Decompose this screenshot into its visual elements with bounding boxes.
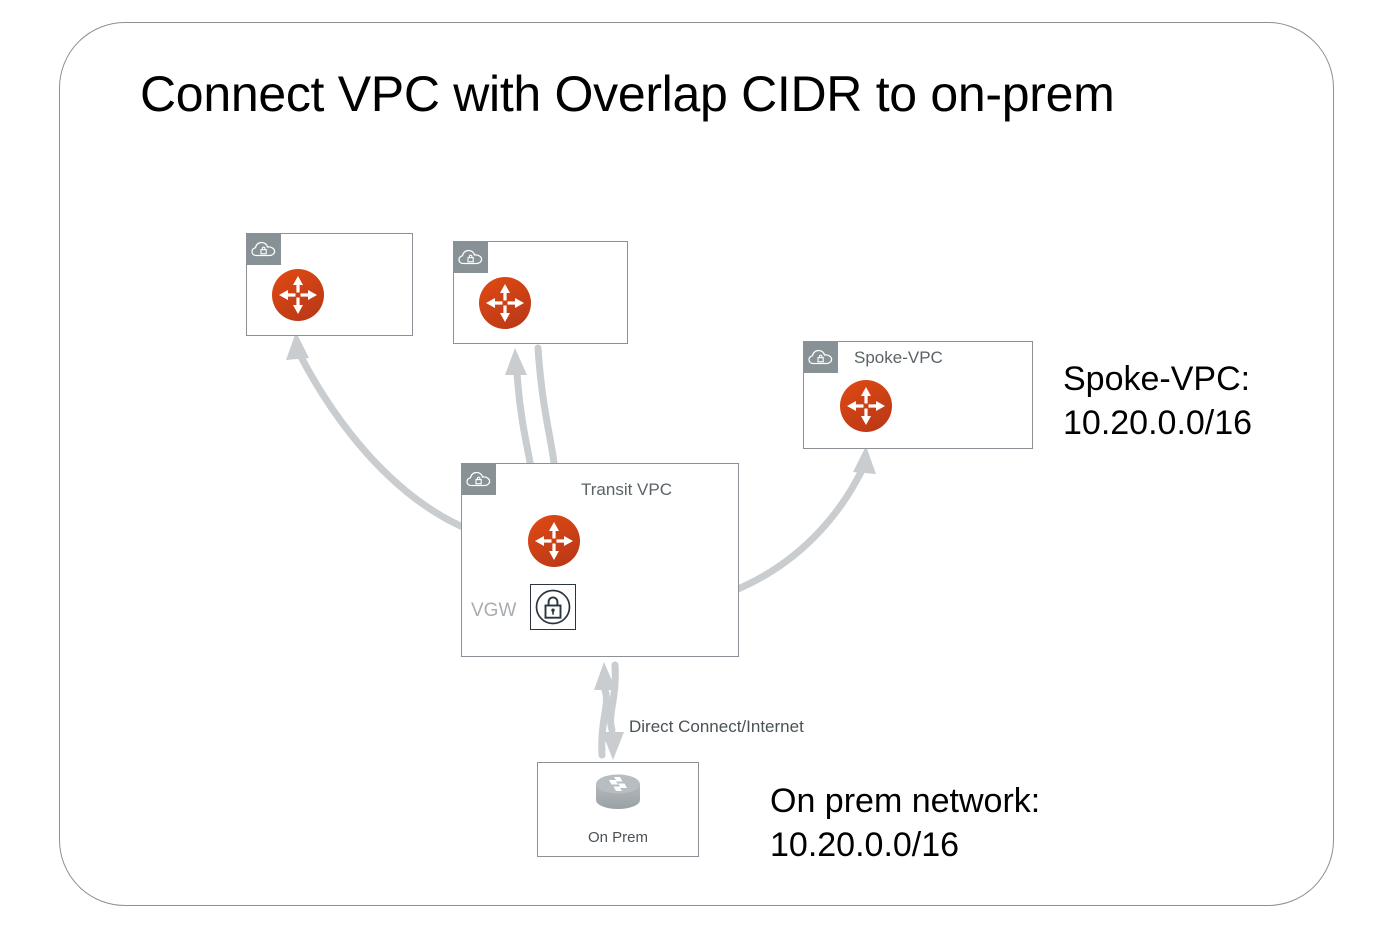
transit-vpc-label: Transit VPC xyxy=(581,480,673,499)
on-prem-label: On Prem xyxy=(587,829,648,846)
router-icon xyxy=(271,268,325,322)
page-title: Connect VPC with Overlap CIDR to on-prem xyxy=(140,66,1115,122)
spoke-vpc-label: Spoke-VPC xyxy=(854,348,943,367)
transit-vpc-box[interactable]: Transit VPC VGW xyxy=(461,463,739,657)
vpc-box-1[interactable] xyxy=(246,233,413,336)
on-prem-annotation-line2: 10.20.0.0/16 xyxy=(770,825,960,864)
router-icon xyxy=(478,276,532,330)
onprem-router-icon xyxy=(589,769,647,817)
on-prem-box[interactable]: On Prem xyxy=(537,762,699,857)
vpc-box-2[interactable] xyxy=(453,241,628,344)
router-icon xyxy=(527,514,581,568)
spoke-vpc-annotation: Spoke-VPC: 10.20.0.0/16 xyxy=(1063,358,1252,445)
router-icon xyxy=(839,379,893,433)
spoke-vpc-annotation-line1: Spoke-VPC: xyxy=(1063,360,1251,398)
on-prem-annotation: On prem network: 10.20.0.0/16 xyxy=(770,780,1040,867)
spoke-vpc-box[interactable]: Spoke-VPC xyxy=(803,341,1033,449)
vpc-cloud-lock-icon xyxy=(246,233,281,265)
vpc-cloud-lock-icon xyxy=(453,241,488,273)
vpc-cloud-lock-icon xyxy=(461,463,496,495)
slide-frame xyxy=(59,22,1334,906)
vpn-gateway-lock-icon[interactable] xyxy=(530,584,576,630)
vgw-label: VGW xyxy=(471,600,517,621)
vpc-cloud-lock-icon xyxy=(803,341,838,373)
direct-connect-edge-label: Direct Connect/Internet xyxy=(629,717,804,736)
on-prem-annotation-line1: On prem network: xyxy=(770,782,1041,820)
spoke-vpc-annotation-line2: 10.20.0.0/16 xyxy=(1063,403,1253,442)
